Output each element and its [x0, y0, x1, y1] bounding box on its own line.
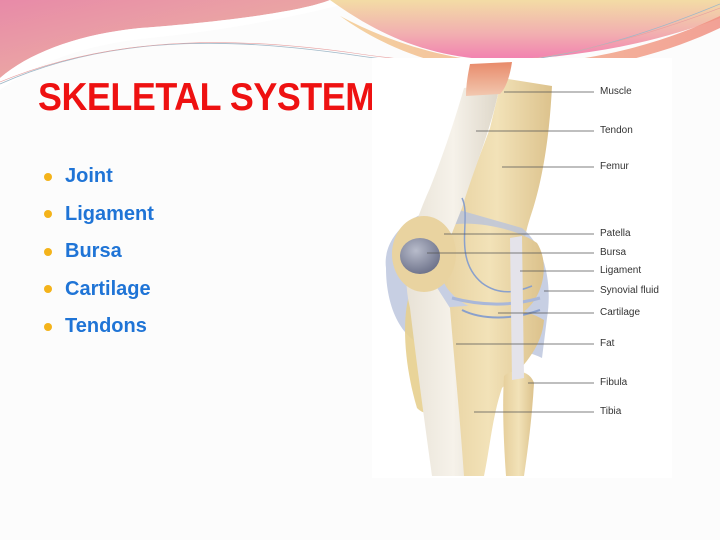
bullet-item: Tendons	[44, 308, 154, 346]
bullet-dot-icon	[44, 285, 52, 294]
diagram-label-fibula: Fibula	[600, 377, 628, 388]
diagram-label-patella: Patella	[600, 228, 631, 239]
bullet-label: Cartilage	[65, 277, 151, 300]
bullet-item: Ligament	[44, 196, 154, 234]
bullet-label: Bursa	[65, 240, 122, 263]
bullet-dot-icon	[44, 322, 52, 331]
bullet-label: Joint	[65, 165, 113, 188]
diagram-label-bursa: Bursa	[600, 247, 627, 258]
diagram-label-muscle: Muscle	[600, 86, 632, 97]
diagram-label-tendon: Tendon	[600, 125, 633, 136]
diagram-label-synovial-fluid: Synovial fluid	[600, 285, 659, 296]
knee-anatomy-figure: Muscle Tendon Femur Patella Bursa Ligame…	[372, 58, 672, 478]
diagram-label-cartilage: Cartilage	[600, 307, 641, 318]
bullet-dot-icon	[44, 210, 52, 219]
bullet-label: Tendons	[65, 315, 147, 338]
slide-title: SKELETAL SYSTEM	[38, 76, 375, 119]
bullet-item: Bursa	[44, 233, 154, 271]
bullet-label: Ligament	[65, 202, 154, 225]
bullet-dot-icon	[44, 172, 52, 181]
bullet-dot-icon	[44, 247, 52, 256]
bullet-item: Joint	[44, 158, 154, 196]
bullet-item: Cartilage	[44, 271, 154, 309]
diagram-label-tibia: Tibia	[600, 406, 622, 417]
diagram-label-femur: Femur	[600, 161, 629, 172]
diagram-label-fat: Fat	[600, 338, 615, 349]
bullet-list: Joint Ligament Bursa Cartilage Tendons	[44, 158, 154, 346]
knee-illustration	[385, 62, 594, 476]
diagram-label-ligament: Ligament	[600, 265, 642, 276]
